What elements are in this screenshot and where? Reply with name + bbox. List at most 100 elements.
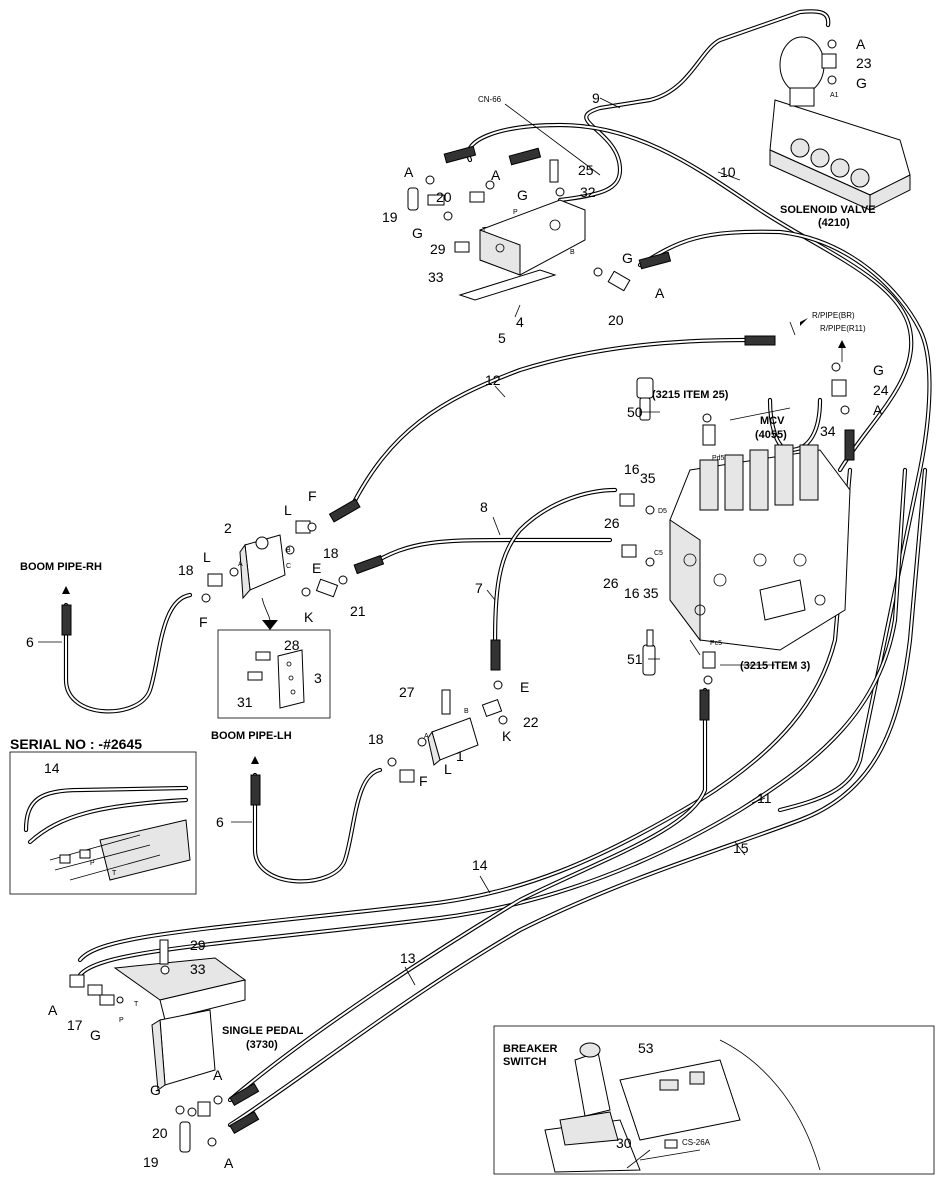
callout-29-bottom: 29: [190, 937, 206, 953]
callout-30: 30: [616, 1135, 632, 1151]
callout-16-bottom: 16: [624, 585, 640, 601]
pipe-8: [367, 537, 613, 568]
pressure-switches: [636, 377, 656, 676]
label-boom-pipe-rh: BOOM PIPE-RH: [20, 561, 102, 573]
callout-51: 51: [627, 651, 643, 667]
callout-19-top: 19: [382, 209, 398, 225]
connection-letters: A A A A A A A A G G G G G G G F F F L L …: [48, 36, 884, 1171]
callout-15: 15: [733, 840, 749, 856]
letter-a-2: A: [404, 164, 414, 180]
letter-g-2: G: [517, 187, 528, 203]
callout-18-right: 18: [323, 545, 339, 561]
letter-k-1: K: [304, 609, 314, 625]
letter-g-1: G: [856, 75, 867, 91]
letter-e-2: E: [520, 679, 529, 695]
letter-a-4: A: [655, 285, 665, 301]
port-c5: C5: [654, 550, 663, 557]
callout-5: 5: [498, 330, 506, 346]
breaker-switch-inset: [493, 1025, 935, 1175]
letter-g-4: G: [622, 250, 633, 266]
port-pd5: Pd5: [712, 455, 725, 462]
callout-12: 12: [485, 372, 501, 388]
callout-35-bottom: 35: [643, 585, 659, 601]
callout-20-bottom: 20: [152, 1125, 168, 1141]
letter-f-1: F: [308, 488, 317, 504]
callout-32: 32: [580, 184, 596, 200]
port-block2-c: C: [286, 563, 291, 570]
callout-27: 27: [399, 684, 415, 700]
port-marks: A1 T P B Pd5 D5 C5 Pc5 A B C A B T P P T: [90, 92, 839, 1024]
callout-53: 53: [638, 1040, 654, 1056]
label-item-3: (3215 ITEM 3): [740, 660, 811, 672]
callout-50: 50: [627, 404, 643, 420]
label-cn66: CN-66: [478, 95, 502, 104]
label-breaker-1: BREAKER: [503, 1043, 557, 1055]
callout-31: 31: [237, 694, 253, 710]
port-block1-b: B: [464, 708, 469, 715]
letter-a-7: A: [213, 1067, 223, 1083]
port-p: P: [513, 209, 518, 216]
letter-a-3: A: [491, 167, 501, 183]
label-boom-pipe-lh: BOOM PIPE-LH: [211, 730, 292, 742]
callout-26-top: 26: [604, 515, 620, 531]
letter-g-7: G: [150, 1082, 161, 1098]
valve-block-4: [454, 159, 586, 301]
callout-19-bottom: 19: [143, 1154, 159, 1170]
callout-25: 25: [578, 162, 594, 178]
label-mcv-code: (4055): [755, 429, 787, 441]
callout-11: 11: [757, 790, 772, 806]
callout-6-rh: 6: [26, 634, 34, 650]
callout-33-top: 33: [428, 269, 444, 285]
solenoid-valve-assembly: [769, 36, 911, 211]
callout-1: 1: [456, 748, 464, 764]
port-t: T: [482, 227, 487, 234]
callout-26-bottom: 26: [603, 575, 619, 591]
callout-3: 3: [314, 670, 322, 686]
callout-20-right: 20: [608, 312, 624, 328]
port-pedal-t: T: [134, 1001, 139, 1008]
pipe-7: [492, 487, 618, 663]
plate-3-detail: [217, 597, 331, 719]
callout-14-inset: 14: [44, 760, 60, 776]
letter-f-3: F: [419, 773, 428, 789]
letter-a-5: A: [873, 402, 883, 418]
callout-28: 28: [284, 637, 300, 653]
port-inset-t: T: [112, 870, 117, 877]
callout-23: 23: [856, 55, 872, 71]
callout-7: 7: [475, 580, 483, 596]
port-pedal-p: P: [119, 1017, 124, 1024]
callout-35-top: 35: [640, 470, 656, 486]
serial-inset: [9, 751, 197, 895]
leader-lines: [38, 97, 846, 1169]
single-pedal-3730: [69, 939, 247, 1153]
label-breaker-2: SWITCH: [503, 1056, 546, 1068]
callout-22: 22: [523, 714, 539, 730]
letter-e-1: E: [312, 560, 321, 576]
letter-g-3: G: [412, 225, 423, 241]
port-pc5: Pc5: [710, 640, 722, 647]
label-item-25: (3215 ITEM 25): [652, 389, 729, 401]
callout-14: 14: [472, 857, 488, 873]
junction-blocks: [239, 534, 479, 766]
callout-8: 8: [480, 499, 488, 515]
label-solenoid-code: (4210): [818, 217, 850, 229]
letter-l-1: L: [284, 502, 292, 518]
text-labels: SOLENOID VALVE (4210) MCV (4055) BOOM PI…: [10, 95, 876, 1147]
callout-33-bottom: 33: [190, 961, 206, 977]
callout-34: 34: [820, 423, 836, 439]
letter-g-6: G: [90, 1027, 101, 1043]
letter-k-2: K: [502, 728, 512, 744]
mcv-4055: [669, 424, 851, 669]
callout-9: 9: [592, 90, 600, 106]
callout-18-left: 18: [178, 562, 194, 578]
label-single-pedal-code: (3730): [246, 1039, 278, 1051]
callout-13: 13: [400, 950, 416, 966]
label-solenoid-valve: SOLENOID VALVE: [780, 204, 876, 216]
callout-18-lower: 18: [368, 731, 384, 747]
pipe-6-lh: [252, 767, 383, 884]
callout-2: 2: [224, 520, 232, 536]
callout-24: 24: [873, 382, 889, 398]
label-cs26a: CS-26A: [682, 1138, 711, 1147]
